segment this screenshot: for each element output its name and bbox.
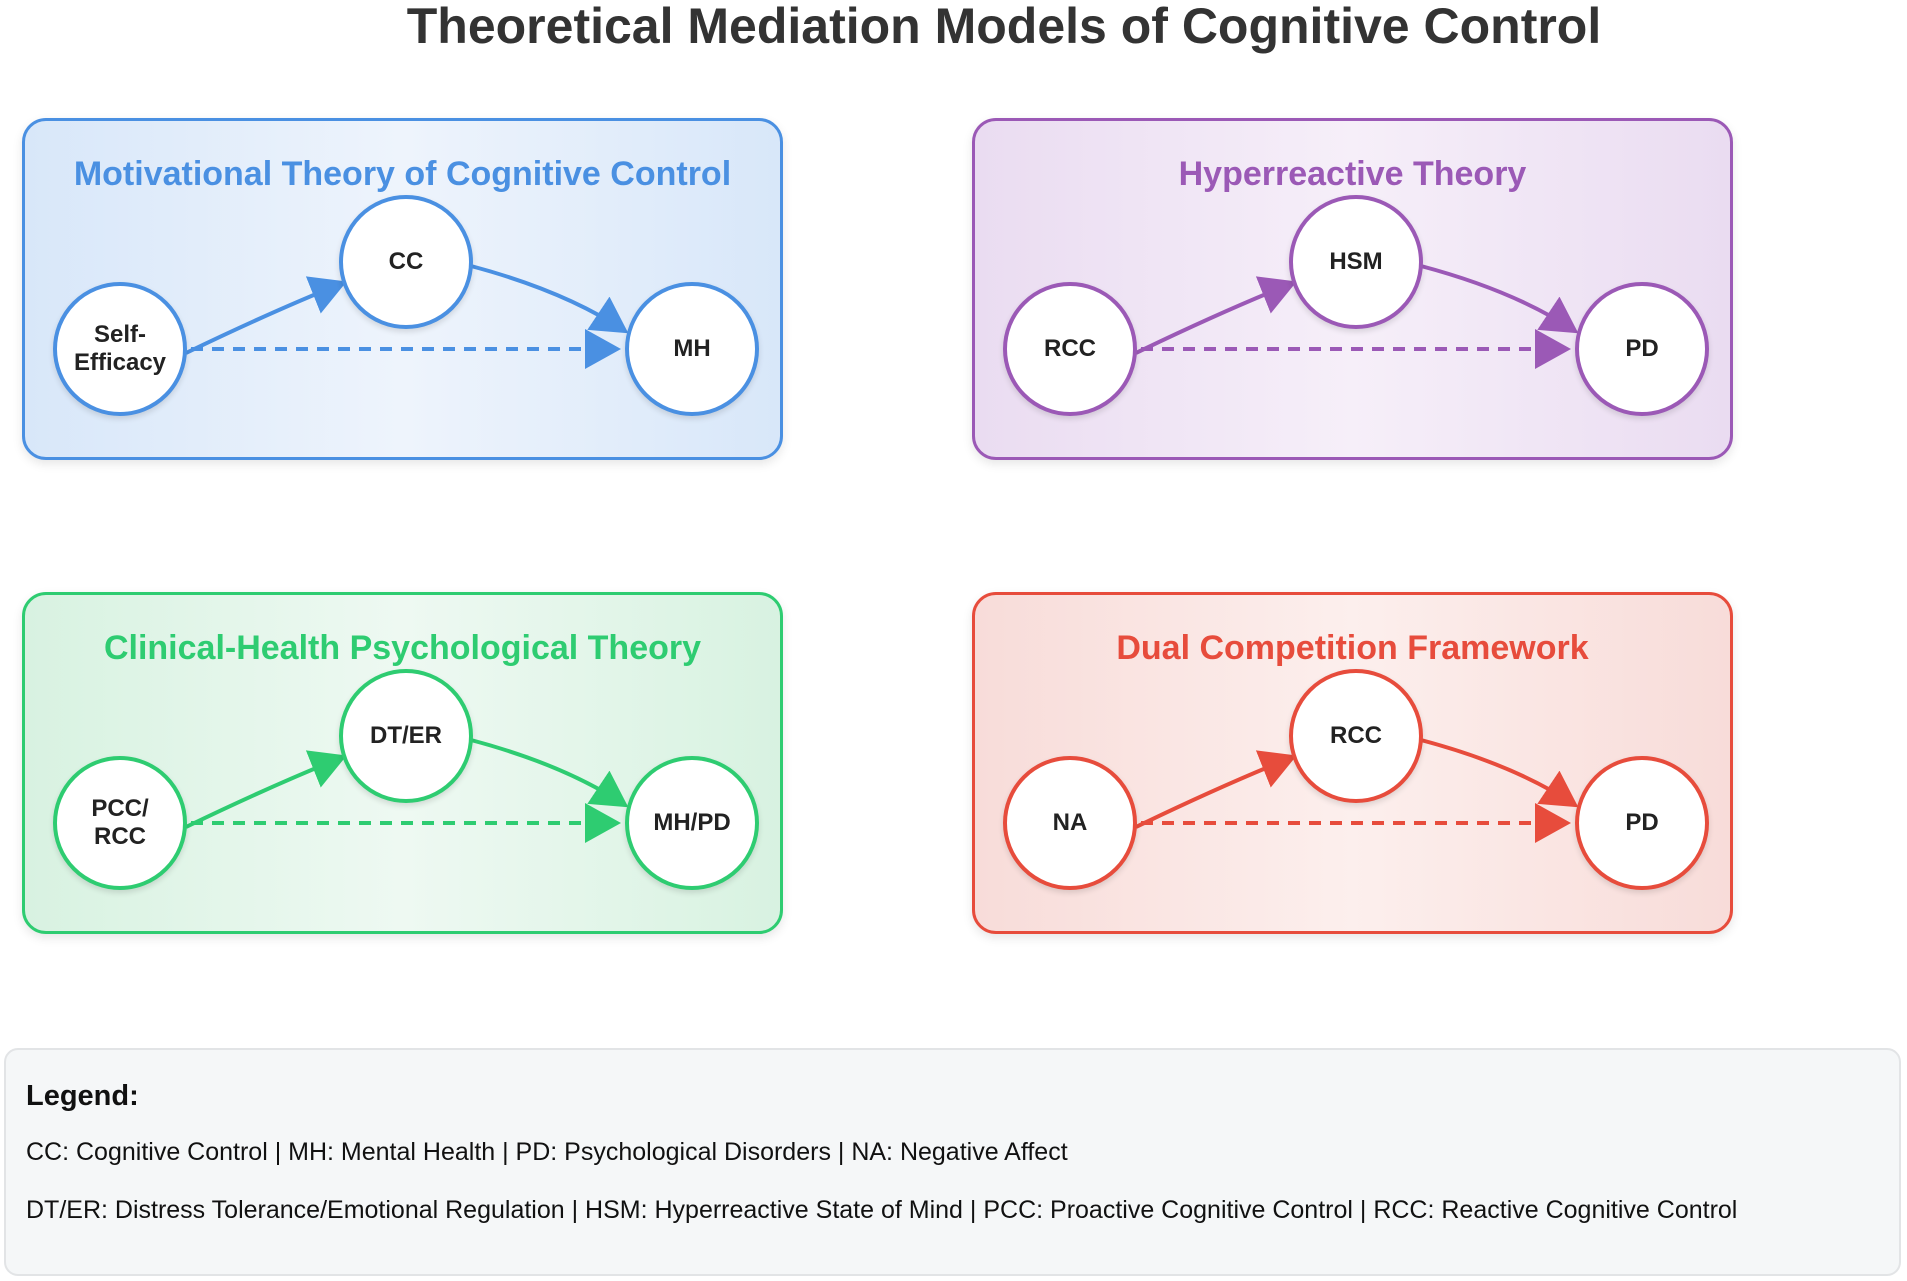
node-left: PCC/ RCC xyxy=(53,756,187,890)
node-left: RCC xyxy=(1003,282,1137,416)
node-mediator: RCC xyxy=(1289,669,1423,803)
node-mediator: DT/ER xyxy=(339,669,473,803)
node-label: RCC xyxy=(1044,335,1096,362)
node-label: PCC/ RCC xyxy=(91,795,149,850)
node-label: RCC xyxy=(1330,722,1382,749)
indirect-arrow-a xyxy=(1135,750,1297,829)
legend-title: Legend: xyxy=(26,1080,139,1112)
node-right: PD xyxy=(1575,282,1709,416)
node-left: NA xyxy=(1003,756,1137,890)
node-label: PD xyxy=(1625,335,1659,362)
indirect-arrow-b xyxy=(470,738,629,808)
node-right: MH/PD xyxy=(625,756,759,890)
legend-line: DT/ER: Distress Tolerance/Emotional Regu… xyxy=(26,1196,1738,1224)
node-label: DT/ER xyxy=(370,722,442,749)
node-label: NA xyxy=(1052,809,1088,836)
node-label: MH xyxy=(673,335,711,362)
indirect-arrow-a xyxy=(1135,276,1297,355)
indirect-arrow-a xyxy=(185,750,347,829)
model-title-hyperreactive: Hyperreactive Theory xyxy=(1178,155,1527,193)
mediation-arrows xyxy=(1135,738,1579,843)
node-mediator: HSM xyxy=(1289,195,1423,329)
node-mediator: CC xyxy=(339,195,473,329)
legend-line: CC: Cognitive Control | MH: Mental Healt… xyxy=(26,1138,1068,1166)
node-label: CC xyxy=(388,248,424,275)
node-right: MH xyxy=(625,282,759,416)
node-label: PD xyxy=(1625,809,1659,836)
indirect-arrow-b xyxy=(1420,738,1579,808)
node-label: HSM xyxy=(1329,248,1383,275)
indirect-arrow-b xyxy=(1420,264,1579,334)
indirect-arrow-a xyxy=(185,276,347,355)
page-title: Theoretical Mediation Models of Cognitiv… xyxy=(406,0,1602,54)
model-title-motivational: Motivational Theory of Cognitive Control xyxy=(73,155,732,193)
mediation-arrows xyxy=(185,264,629,369)
model-title-dual-competition: Dual Competition Framework xyxy=(1116,629,1589,667)
mediation-arrows xyxy=(1135,264,1579,369)
mediation-arrows xyxy=(185,738,629,843)
model-title-clinical-health: Clinical-Health Psychological Theory xyxy=(103,629,702,667)
node-label: MH/PD xyxy=(653,809,731,836)
model-panel-motivational: Motivational Theory of Cognitive Control… xyxy=(22,118,783,460)
node-left: Self- Efficacy xyxy=(53,282,187,416)
legend-box: Legend: CC: Cognitive Control | MH: Ment… xyxy=(4,1048,1901,1276)
node-right: PD xyxy=(1575,756,1709,890)
indirect-arrow-b xyxy=(470,264,629,334)
node-label: Self- Efficacy xyxy=(73,321,167,376)
